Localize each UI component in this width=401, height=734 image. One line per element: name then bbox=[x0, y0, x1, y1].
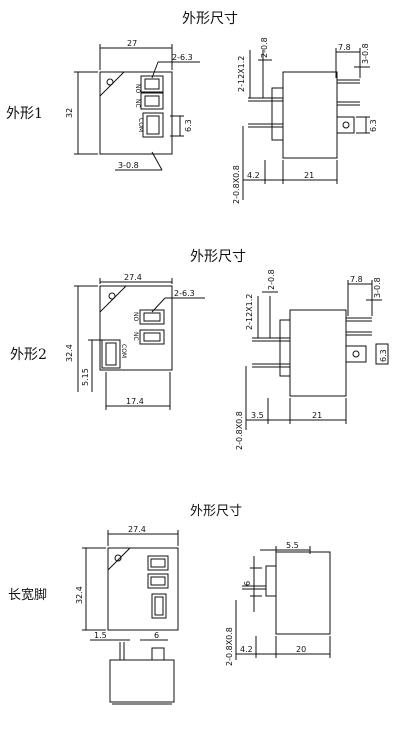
dim-side3-left: 6 bbox=[243, 581, 252, 586]
dim-front2-width: 27.4 bbox=[124, 273, 142, 282]
label-com-1: COM bbox=[137, 118, 144, 132]
label-no-1: NO bbox=[134, 84, 141, 93]
dim-bottom3-b: 6 bbox=[154, 631, 159, 640]
dim-side2-top-mid: 2-0.8 bbox=[267, 269, 276, 290]
dim-side2-bot-b: 21 bbox=[312, 411, 322, 420]
dim-side2-top-left: 2-12X1.2 bbox=[245, 294, 254, 330]
label-no-2: NO bbox=[132, 312, 139, 321]
section-2-title: 外形尺寸 bbox=[190, 249, 246, 265]
dim-front1-width: 27 bbox=[127, 39, 137, 48]
variant-2-label: 外形2 bbox=[10, 347, 47, 363]
section-1-title: 外形尺寸 bbox=[182, 11, 238, 27]
dim-side2-top-r2: 3-0.8 bbox=[373, 277, 382, 298]
dim-side2-bot-left: 2-0.8X0.8 bbox=[235, 411, 244, 450]
dim-side3-bot-b: 20 bbox=[296, 645, 306, 654]
dim-front2-pin-bottom: 17.4 bbox=[126, 397, 144, 406]
dim-side1-top-left: 2-12X1.2 bbox=[237, 56, 246, 92]
side-view-3 bbox=[235, 546, 331, 660]
dim-side2-top-r1: 7.8 bbox=[350, 275, 363, 284]
dim-side1-right: 6.3 bbox=[369, 119, 378, 132]
dim-side1-top-r2: 3-0.8 bbox=[361, 43, 370, 64]
dim-front3-height: 32.4 bbox=[75, 586, 84, 604]
dim-front2-pin-top: 2-6.3 bbox=[174, 289, 195, 298]
dim-bottom3-a: 1.5 bbox=[94, 631, 107, 640]
dim-side2-bot-a: 3.5 bbox=[251, 411, 264, 420]
label-nc-1: NC bbox=[134, 99, 141, 108]
dim-front1-pin-right: 6.3 bbox=[184, 119, 193, 132]
dim-side3-bot-a: 4.2 bbox=[240, 645, 253, 654]
variant-3-label: 长宽脚 bbox=[8, 588, 48, 603]
dim-front2-pin-left: 5.15 bbox=[81, 368, 90, 386]
dim-side1-bot-left: 2-0.8X0.8 bbox=[232, 165, 241, 204]
dim-front1-pin-bottom: 3-0.8 bbox=[118, 161, 139, 170]
front-view-1 bbox=[74, 44, 200, 171]
dim-side1-bot-a: 4.2 bbox=[247, 171, 260, 180]
dim-front2-height: 32.4 bbox=[65, 344, 74, 362]
dim-front1-height: 32 bbox=[65, 108, 74, 118]
side-view-1 bbox=[242, 48, 370, 200]
dim-side1-bot-b: 21 bbox=[304, 171, 314, 180]
dim-side3-bot-left: 2-0.8X0.8 bbox=[225, 627, 234, 666]
dim-side2-right: 6.3 bbox=[379, 349, 388, 362]
front-view-3 bbox=[82, 530, 179, 631]
front-view-2 bbox=[74, 278, 205, 410]
label-nc-2: NC bbox=[132, 332, 139, 341]
dim-side1-top-mid: 2-0.8 bbox=[260, 37, 269, 58]
section-3-title: 外形尺寸 bbox=[190, 504, 243, 519]
dim-front3-width: 27.4 bbox=[128, 525, 146, 534]
side-view-2 bbox=[245, 280, 389, 430]
dim-side1-top-r1: 7.8 bbox=[338, 43, 351, 52]
bottom-view-3 bbox=[90, 639, 175, 705]
variant-1-label: 外形1 bbox=[6, 106, 43, 122]
dim-front1-pin-top: 2-6.3 bbox=[172, 53, 193, 62]
label-com-2: COM bbox=[120, 344, 127, 358]
dim-side3-top: 5.5 bbox=[286, 541, 299, 550]
